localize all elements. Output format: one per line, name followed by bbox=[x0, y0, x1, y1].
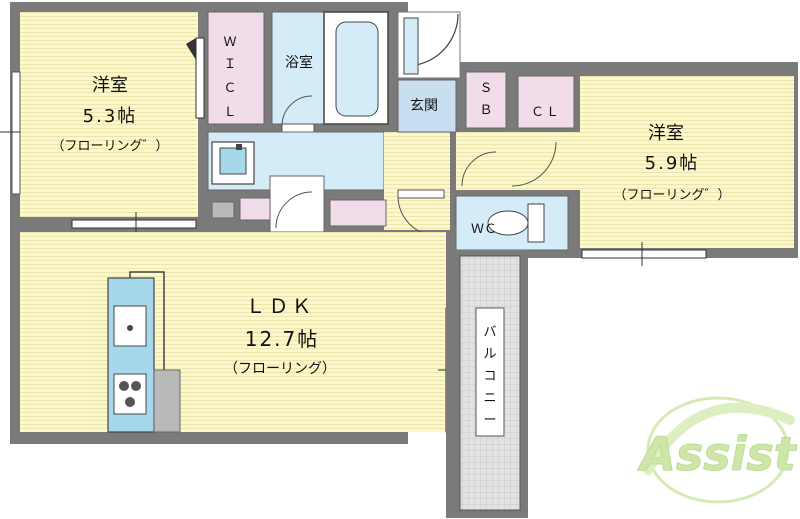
ldk-size: 12.7帖 bbox=[245, 327, 320, 351]
entrance bbox=[397, 79, 457, 133]
left-room-size: 5.3帖 bbox=[83, 106, 138, 127]
right-room-size: 5.9帖 bbox=[645, 153, 700, 174]
wcl-char-1: Ｗ bbox=[223, 35, 236, 50]
western-room-right bbox=[580, 76, 794, 248]
sliding-door-right-room bbox=[581, 249, 707, 259]
left-room-floor: （フローリング゛） bbox=[51, 139, 168, 154]
right-room-name: 洋室 bbox=[648, 123, 684, 144]
walk-in-closet bbox=[207, 11, 265, 125]
ldk-name: ＬＤＫ bbox=[246, 294, 315, 318]
window-left bbox=[11, 71, 21, 195]
wcl-char-2: Ｉ bbox=[223, 57, 236, 72]
ldk bbox=[20, 232, 446, 432]
sliding-door-left-room bbox=[71, 219, 197, 229]
hallway bbox=[384, 132, 450, 230]
wcl-char-3: Ｃ bbox=[223, 81, 236, 96]
kitchen-stove bbox=[113, 373, 147, 415]
left-room-name: 洋室 bbox=[92, 75, 128, 96]
shelf-small bbox=[239, 197, 271, 221]
assist-logo: Assist bbox=[637, 396, 798, 504]
ldk-floor: （フローリング） bbox=[224, 361, 336, 377]
balcony-char-2: ル bbox=[483, 347, 496, 362]
storage-hall bbox=[329, 199, 387, 227]
shoe-box bbox=[465, 71, 507, 129]
bathtub-inner bbox=[335, 21, 379, 117]
right-room-floor: （フローリング゛） bbox=[613, 188, 730, 203]
closet-right bbox=[517, 75, 575, 129]
entrance-label: 玄関 bbox=[410, 97, 438, 114]
toilet-bowl bbox=[487, 210, 529, 236]
toilet-tank bbox=[527, 203, 545, 243]
balcony-char-3: コ bbox=[483, 369, 496, 384]
logo-text: Assist bbox=[637, 427, 798, 481]
wic-door bbox=[195, 37, 205, 119]
wcl-char-4: Ｌ bbox=[223, 105, 236, 120]
corridor-right bbox=[456, 132, 580, 190]
shoe-box-char-1: Ｓ bbox=[479, 81, 492, 96]
wc-label: ＷＣ bbox=[471, 222, 497, 237]
balcony-char-1: バ bbox=[483, 325, 496, 340]
balcony-char-5: ー bbox=[483, 413, 496, 428]
bathroom-label: 浴室 bbox=[285, 54, 313, 71]
fridge-space bbox=[153, 369, 181, 433]
closet-label: ＣＬ bbox=[531, 105, 561, 120]
balcony-label-box bbox=[475, 307, 505, 437]
western-room-left bbox=[20, 12, 198, 217]
balcony-char-4: ニ bbox=[483, 391, 496, 406]
shoe-box-char-2: Ｂ bbox=[479, 103, 492, 118]
